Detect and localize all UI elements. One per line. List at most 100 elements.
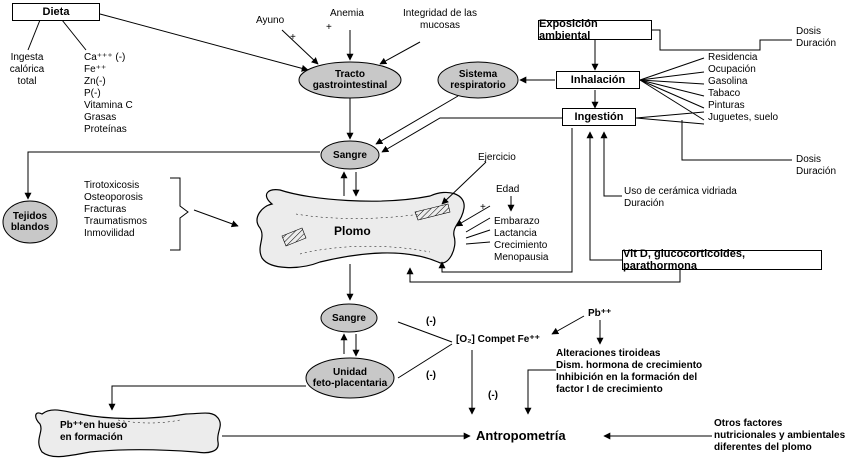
alteracion-item: Dism. hormona de crecimiento — [556, 360, 703, 371]
mineral-item: Proteínas — [84, 124, 127, 135]
plomo-label: Plomo — [334, 224, 371, 238]
conditions-list: Tirotoxicosis Osteoporosis Fracturas Tra… — [84, 180, 147, 240]
state-item: Embarazo — [494, 216, 540, 227]
minus-sign-2: (-) — [426, 370, 436, 381]
sangre-top-ellipse — [320, 140, 380, 170]
source-item: Tabaco — [708, 88, 741, 99]
minerals-list: Ca⁺⁺⁺ (-) Fe⁺⁺ Zn(-) P(-) Vitamina C Gra… — [84, 52, 133, 136]
integridad-label: Integridad de las mucosas — [390, 8, 490, 32]
tejidos-line: Tejidos — [12, 211, 48, 222]
exposicion-box: Exposición ambiental — [538, 18, 652, 42]
tracto-line: gastrointestinal — [312, 80, 388, 91]
condition-item: Traumatismos — [84, 216, 147, 227]
o2-compet-label: [O₂] Compet Fe⁺⁺ — [456, 334, 540, 345]
mineral-item: Grasas — [84, 112, 117, 123]
state-item: Menopausia — [494, 252, 549, 263]
states-list: Embarazo Lactancia Crecimiento Menopausi… — [494, 216, 548, 264]
sangre-bottom-text: Sangre — [332, 312, 366, 324]
sources-list: Residencia Ocupación Gasolina Tabaco Pin… — [708, 52, 778, 124]
vitd-box: Vit D, glucocorticoides, parathormona — [622, 248, 822, 272]
condition-item: Inmovilidad — [84, 228, 135, 239]
sangre-top-text: Sangre — [333, 149, 367, 161]
state-item: Crecimiento — [494, 240, 548, 251]
alteraciones-list: Alteraciones tiroideas Dism. hormona de … — [556, 348, 702, 396]
pb-hueso-line: en formación — [60, 432, 123, 443]
sangre-bottom-label: Sangre — [321, 304, 377, 332]
pb-hueso-line: Pb⁺⁺en hueso — [60, 420, 128, 431]
edad-label: Edad — [496, 184, 520, 195]
edad-plus: + — [480, 202, 486, 213]
source-item: Pinturas — [708, 100, 745, 111]
mineral-item: Zn(-) — [84, 76, 106, 87]
feto-ellipse — [305, 357, 395, 399]
mineral-item: Vitamina C — [84, 100, 133, 111]
tejidos-ellipse — [2, 200, 58, 244]
dosis-line: Dosis — [796, 26, 822, 37]
alteracion-item: factor I de crecimiento — [556, 384, 663, 395]
otros-factores: Otros factores nutricionales y ambiental… — [714, 418, 845, 454]
ingesta-line: Ingesta — [10, 52, 44, 63]
ingesta-line: calórica — [9, 64, 45, 75]
ceramica-text: Uso de cerámica vidriada Duración — [624, 186, 737, 210]
exposicion-title: Exposición ambiental — [539, 18, 598, 42]
ingestion-label: Ingestión — [574, 111, 624, 123]
pb-label: Pb⁺⁺ — [588, 308, 612, 319]
integridad-line: mucosas — [419, 20, 460, 31]
otros-line: nutricionales y ambientales — [714, 430, 846, 441]
tejidos-line: blandos — [10, 222, 50, 233]
condition-item: Tirotoxicosis — [84, 180, 140, 191]
anemia-label: Anemia — [330, 8, 364, 19]
condition-item: Osteoporosis — [84, 192, 143, 203]
dosis-line: Dosis — [796, 154, 822, 165]
antropometria-label: Antropometría — [476, 428, 566, 443]
condition-item: Fracturas — [84, 204, 127, 215]
minus-sign-1: (-) — [426, 316, 436, 327]
sistema-ellipse — [437, 61, 519, 99]
dieta-box: Dieta — [12, 3, 100, 21]
sistema-line: respiratorio — [450, 80, 506, 91]
state-item: Lactancia — [494, 228, 537, 239]
integridad-line: Integridad de las — [403, 8, 477, 19]
tracto-line: Tracto — [334, 69, 365, 80]
mineral-item: Fe⁺⁺ — [84, 64, 107, 75]
dosis-bottom: Dosis Duración — [796, 154, 836, 178]
inhalacion-label: Inhalación — [570, 74, 626, 86]
mineral-item: P(-) — [84, 88, 101, 99]
vitd-label: Vit D, glucocorticoides, parathormona — [623, 248, 746, 272]
otros-line: Otros factores — [714, 418, 783, 429]
dosis-line: Duración — [796, 38, 837, 49]
ingesta-line: total — [17, 76, 37, 87]
otros-line: diferentes del plomo — [714, 442, 812, 453]
pb-hueso-bone — [35, 409, 221, 458]
feto-line: feto-placentaria — [312, 378, 388, 389]
plomo-bone — [256, 189, 465, 269]
mineral-item: Ca⁺⁺⁺ (-) — [84, 52, 126, 63]
feto-line: Unidad — [333, 367, 367, 378]
ingestion-box: Ingestión — [562, 108, 636, 126]
ceramica-line: Duración — [624, 198, 665, 209]
pb-hueso-label: Pb⁺⁺en hueso en formación — [60, 420, 127, 444]
source-item: Gasolina — [708, 76, 748, 87]
sistema-line: Sistema — [458, 69, 498, 80]
ceramica-line: Uso de cerámica vidriada — [624, 186, 737, 197]
inhalacion-box: Inhalación — [556, 71, 640, 89]
ejercicio-label: Ejercicio — [478, 152, 516, 163]
minus-sign-3: (-) — [488, 390, 498, 401]
sangre-top-label: Sangre — [321, 141, 379, 169]
dosis-line: Duración — [796, 166, 837, 177]
ayuno-plus: + — [290, 32, 296, 43]
sangre-bottom-ellipse — [320, 303, 378, 333]
anemia-plus: + — [326, 22, 332, 33]
source-item: Residencia — [708, 52, 758, 63]
source-item: Ocupación — [708, 64, 756, 75]
dosis-top: Dosis Duración — [796, 26, 836, 50]
source-item: Juguetes, suelo — [708, 112, 779, 123]
alteracion-item: Inhibición en la formación del — [556, 372, 698, 383]
ayuno-label: Ayuno — [256, 15, 285, 26]
